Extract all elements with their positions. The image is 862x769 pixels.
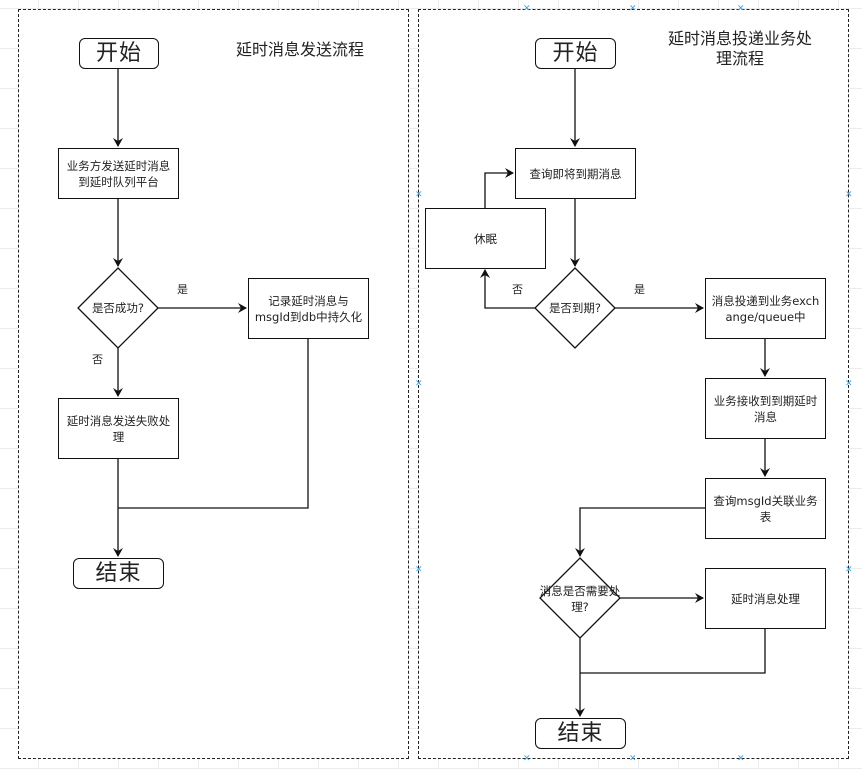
decision-success-label[interactable]: 是否成功?: [91, 301, 145, 315]
resize-handle-right-1[interactable]: ✕: [845, 190, 853, 200]
send-failure-step[interactable]: 延时消息发送失败处理: [58, 398, 179, 459]
receive-message-step[interactable]: 业务接收到到期延时消息: [705, 378, 826, 439]
resize-handle-bottom-1[interactable]: ✕: [523, 754, 531, 764]
right-start-node[interactable]: 开始: [535, 38, 616, 69]
right-no-label: 否: [512, 283, 523, 296]
resize-handle-left-3[interactable]: ✕: [415, 565, 423, 575]
handle-message-step[interactable]: 延时消息处理: [705, 568, 826, 629]
resize-handle-bottom-3[interactable]: ✕: [737, 754, 745, 764]
resize-handle-top-1[interactable]: ✕: [523, 4, 531, 14]
sleep-step[interactable]: 休眠: [425, 208, 546, 269]
left-flow-title: 延时消息发送流程: [235, 40, 364, 59]
left-yes-label: 是: [177, 283, 188, 296]
resize-handle-left-1[interactable]: ✕: [415, 190, 423, 200]
resize-handle-right-2[interactable]: ✕: [845, 379, 853, 389]
resize-handle-left-2[interactable]: ✕: [415, 379, 423, 389]
right-yes-label: 是: [634, 283, 645, 296]
decision-handle-label[interactable]: 消息是否需要处理?: [539, 584, 621, 614]
left-end-node[interactable]: 结束: [73, 558, 164, 589]
resize-handle-right-3[interactable]: ✕: [845, 565, 853, 575]
deliver-message-step[interactable]: 消息投递到业务exchange/queue中: [705, 278, 826, 339]
right-end-node[interactable]: 结束: [535, 718, 626, 749]
resize-handle-top-2[interactable]: ✕: [629, 4, 637, 14]
left-flow-container[interactable]: [18, 9, 409, 759]
resize-handle-bottom-2[interactable]: ✕: [629, 754, 637, 764]
left-no-label: 否: [92, 353, 103, 366]
left-start-node[interactable]: 开始: [79, 38, 159, 69]
lookup-business-table-step[interactable]: 查询msgId关联业务表: [705, 478, 826, 539]
decision-due-label[interactable]: 是否到期?: [548, 301, 602, 315]
resize-handle-top-3[interactable]: ✕: [737, 4, 745, 14]
persist-message-step[interactable]: 记录延时消息与msgId到db中持久化: [248, 278, 369, 339]
send-message-step[interactable]: 业务方发送延时消息到延时队列平台: [58, 148, 179, 199]
right-flow-title: 延时消息投递业务处理流程: [667, 29, 812, 68]
query-due-messages-step[interactable]: 查询即将到期消息: [515, 148, 636, 199]
